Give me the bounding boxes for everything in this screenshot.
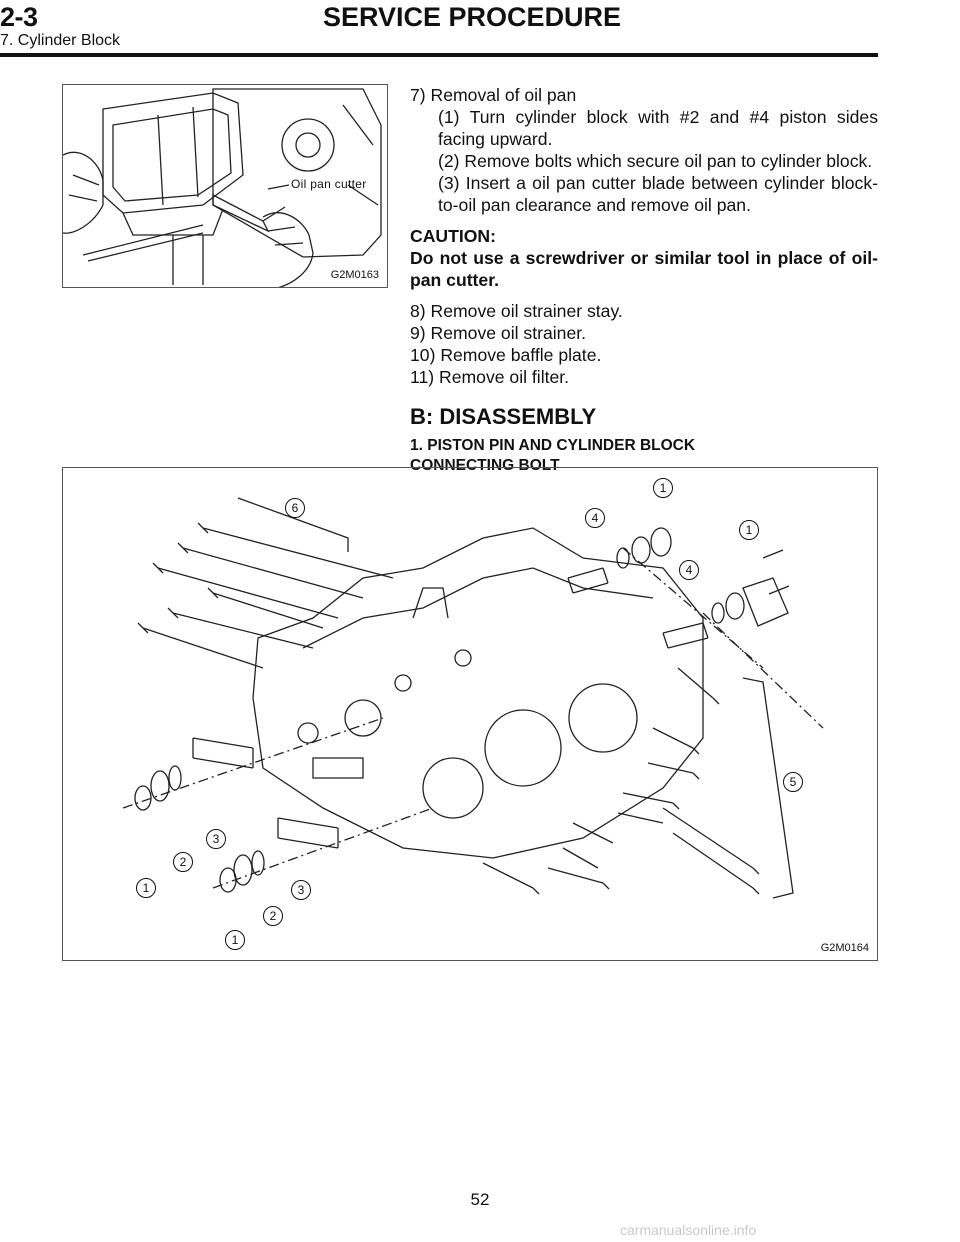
step-7-1: (1) Turn cylinder block with #2 and #4 p… <box>438 107 878 149</box>
disassembly-heading: B: DISASSEMBLY <box>410 404 597 429</box>
step-7: 7) Removal of oil pan <box>410 85 577 105</box>
disassembly-subheading-line1: 1. PISTON PIN AND CYLINDER BLOCK <box>410 437 696 454</box>
oil-pan-illustration <box>63 88 382 287</box>
oil-pan-cutter-callout: Oil pan cutter <box>291 177 367 191</box>
figure-id: G2M0163 <box>330 269 379 281</box>
callout-1-lower: 1 <box>225 930 245 950</box>
disassembly-subheading-line2: CONNECTING BOLT <box>410 457 560 474</box>
section-code: 2-3 <box>0 2 38 32</box>
callout-2-left: 2 <box>173 852 193 872</box>
callout-1-right: 1 <box>739 520 759 540</box>
callout-3-lower: 3 <box>291 880 311 900</box>
exploded-view-illustration <box>122 497 824 899</box>
subsection-title: 7. Cylinder Block <box>0 32 121 49</box>
figure-oil-pan-removal: Oil pan cutter G2M0163 <box>62 84 388 288</box>
watermark: carmanualsonline.info <box>620 1222 757 1238</box>
page-number: 52 <box>470 1190 490 1209</box>
step-8: 8) Remove oil strainer stay. <box>410 301 623 321</box>
step-11: 11) Remove oil filter. <box>410 367 570 387</box>
callout-1-left: 1 <box>136 878 156 898</box>
callout-1-top: 1 <box>653 478 673 498</box>
figure-exploded-view: 6 4 1 1 4 5 3 2 1 3 2 1 G2M0164 <box>62 467 878 961</box>
step-10: 10) Remove baffle plate. <box>410 345 602 365</box>
step-9: 9) Remove oil strainer. <box>410 323 587 343</box>
section-title: SERVICE PROCEDURE <box>323 2 622 32</box>
callout-5: 5 <box>783 772 803 792</box>
step-7-3: (3) Insert a oil pan cutter blade betwee… <box>438 173 878 215</box>
callout-4-top: 4 <box>585 508 605 528</box>
figure-id: G2M0164 <box>820 942 869 954</box>
callout-6: 6 <box>285 498 305 518</box>
header-rule <box>0 53 878 57</box>
callout-4-right: 4 <box>679 560 699 580</box>
callout-2-lower: 2 <box>263 906 283 926</box>
callout-3-left: 3 <box>206 829 226 849</box>
caution-text: Do not use a screwdriver or similar tool… <box>410 248 878 290</box>
step-7-2: (2) Remove bolts which secure oil pan to… <box>438 151 873 171</box>
caution-heading: CAUTION: <box>410 226 497 246</box>
removal-instructions: 7) Removal of oil pan (1) Turn cylinder … <box>410 84 878 476</box>
